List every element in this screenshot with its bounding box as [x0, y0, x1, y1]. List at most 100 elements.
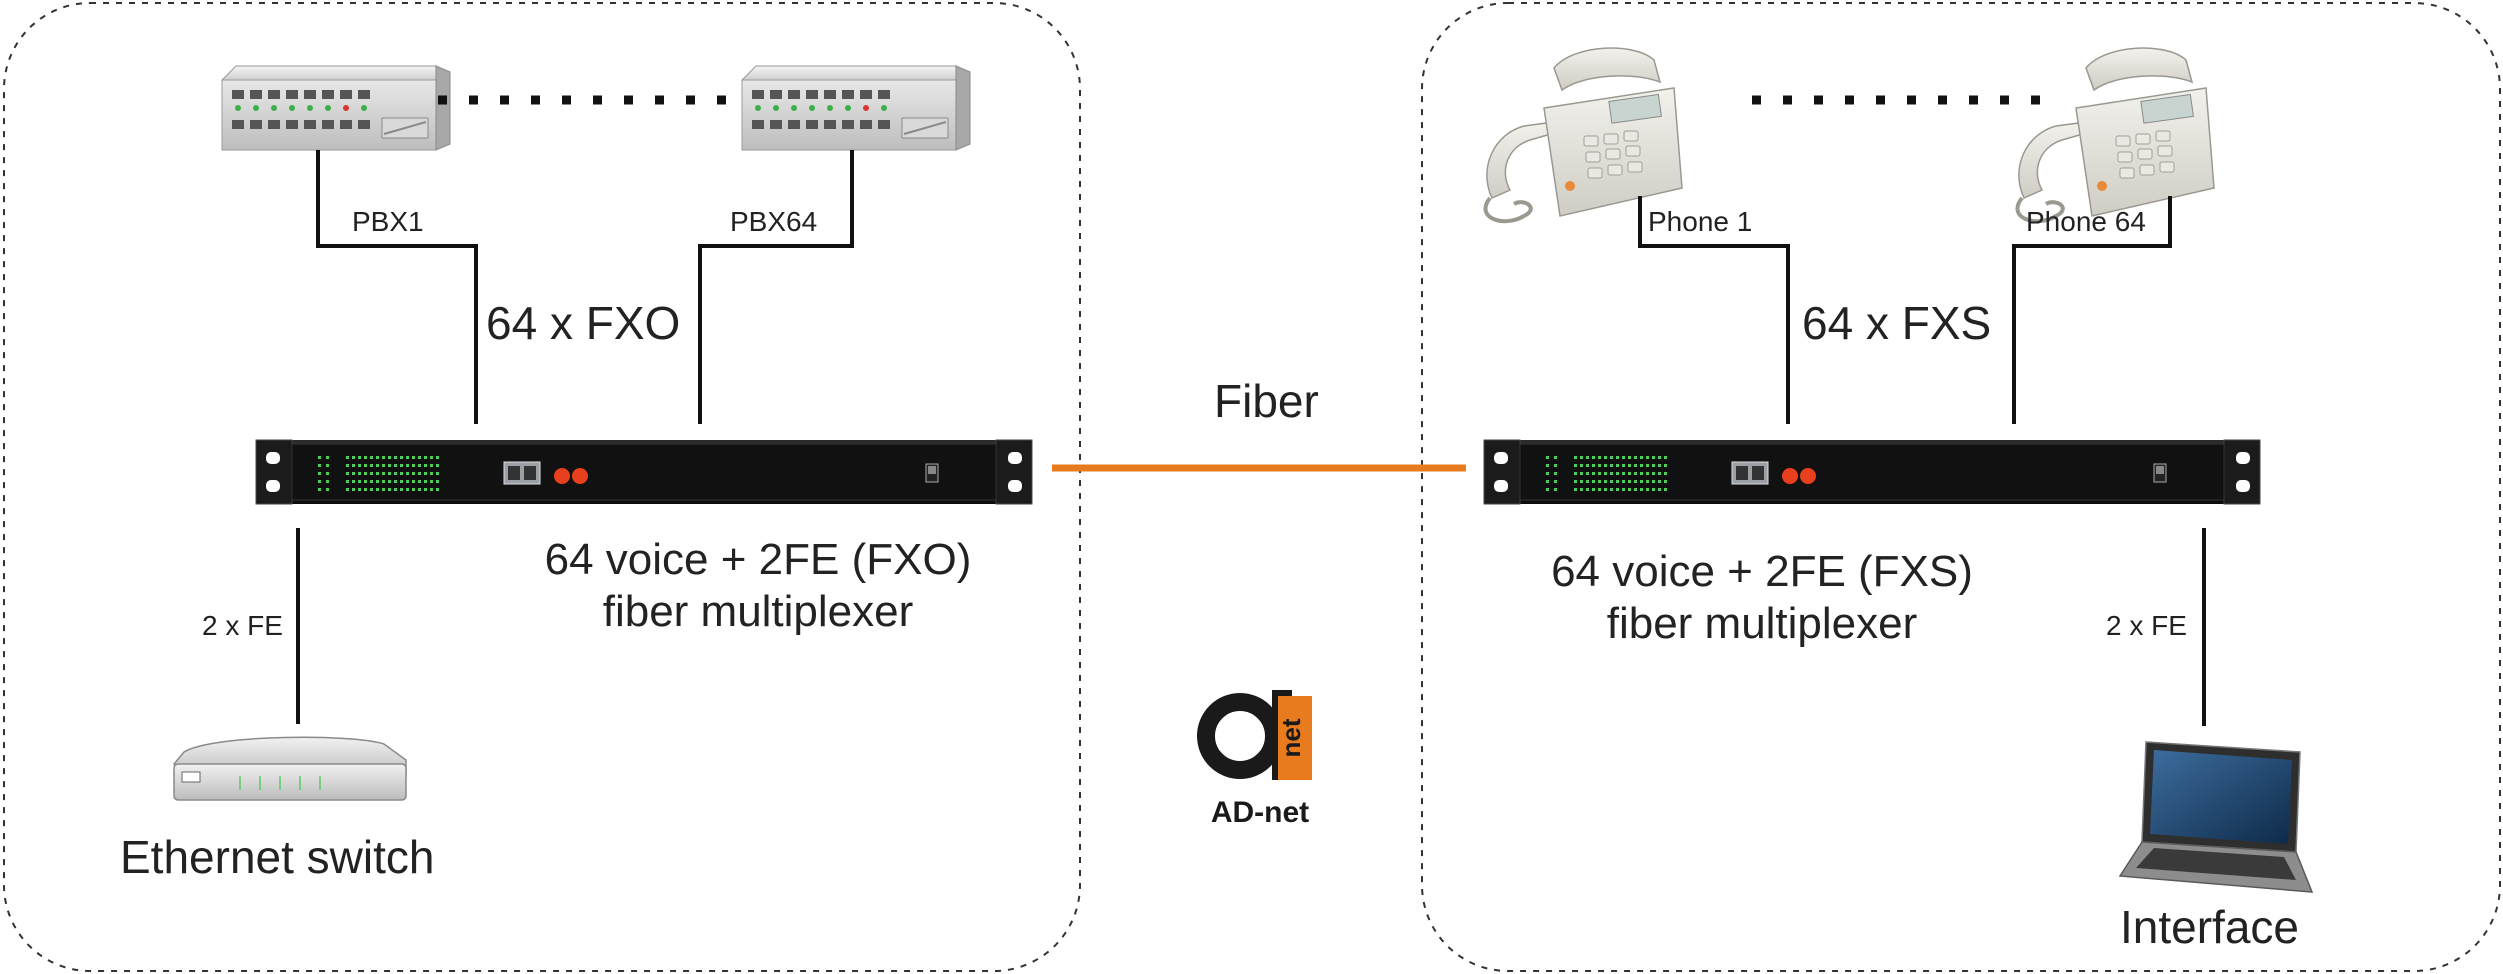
status-led: [388, 456, 391, 459]
status-led: [1616, 472, 1619, 475]
pbx-64-icon: [741, 65, 971, 151]
status-led: [358, 488, 361, 491]
status-led: [1592, 464, 1595, 467]
status-led: [376, 464, 379, 467]
status-led: [364, 464, 367, 467]
status-led: [364, 456, 367, 459]
status-led: [382, 464, 385, 467]
logo-suffix: net: [1276, 718, 1306, 757]
status-led: [1646, 488, 1649, 491]
status-led: [388, 488, 391, 491]
status-led: [382, 456, 385, 459]
status-led: [394, 456, 397, 459]
status-led: [376, 488, 379, 491]
fxo-device-line1: 64 voice + 2FE (FXO): [544, 535, 972, 584]
status-led: [1664, 472, 1667, 475]
status-led: [1628, 464, 1631, 467]
status-led: [424, 464, 427, 467]
status-led: [400, 464, 403, 467]
status-led: [1574, 480, 1577, 483]
phone-64-label: Phone 64: [2026, 206, 2146, 237]
fxo-device-name: 64 voice + 2FE (FXO) fiber multiplexer: [478, 534, 1038, 638]
status-led: [1580, 488, 1583, 491]
left-site-boundary: [3, 2, 1081, 972]
status-led: [358, 456, 361, 459]
status-led: [1622, 456, 1625, 459]
status-led: [1586, 464, 1589, 467]
status-led: [1598, 488, 1601, 491]
status-led: [1628, 480, 1631, 483]
status-led: [1646, 480, 1649, 483]
status-led: [346, 480, 349, 483]
status-led: [1640, 456, 1643, 459]
status-led: [1652, 456, 1655, 459]
status-led: [1634, 488, 1637, 491]
status-led: [1652, 488, 1655, 491]
status-led: [346, 456, 349, 459]
fxs-device-line2: fiber multiplexer: [1606, 599, 1918, 648]
status-led: [1640, 480, 1643, 483]
status-led: [1610, 456, 1613, 459]
logo-name: AD-net: [1211, 796, 1309, 829]
left-fe-label: 2 x FE: [202, 610, 283, 641]
status-led: [1652, 480, 1655, 483]
status-led: [406, 456, 409, 459]
status-led: [388, 480, 391, 483]
status-led: [376, 480, 379, 483]
status-led: [394, 464, 397, 467]
status-led: [1598, 480, 1601, 483]
status-led: [1604, 464, 1607, 467]
adnet-logo: net AD-net: [1197, 690, 1312, 829]
status-led: [1592, 472, 1595, 475]
status-led: [388, 464, 391, 467]
pbx-64-label: PBX64: [730, 206, 818, 237]
status-led: [1604, 472, 1607, 475]
status-led: [1658, 472, 1661, 475]
status-led: [382, 480, 385, 483]
ethernet-switch-icon: [173, 736, 407, 801]
status-led: [430, 464, 433, 467]
status-led: [406, 488, 409, 491]
fxo-line-first: [316, 150, 478, 424]
status-led: [412, 464, 415, 467]
status-led: [352, 464, 355, 467]
status-led: [352, 472, 355, 475]
status-led: [412, 480, 415, 483]
status-led: [364, 488, 367, 491]
status-led: [424, 488, 427, 491]
pbx-1-icon: [221, 65, 451, 151]
status-led: [346, 488, 349, 491]
status-led: [1610, 464, 1613, 467]
status-led: [1610, 488, 1613, 491]
status-led: [1658, 480, 1661, 483]
status-led: [364, 480, 367, 483]
status-led: [388, 472, 391, 475]
status-led: [1652, 464, 1655, 467]
status-led: [1592, 480, 1595, 483]
status-led: [406, 464, 409, 467]
right-site-boundary: [1421, 2, 2501, 972]
status-led: [1634, 480, 1637, 483]
status-led: [394, 472, 397, 475]
status-led: [430, 456, 433, 459]
status-led: [400, 488, 403, 491]
status-led: [436, 456, 439, 459]
fxs-port-label: 64 x FXS: [1802, 297, 1992, 349]
status-led: [376, 456, 379, 459]
status-led: [1652, 472, 1655, 475]
status-led: [1628, 488, 1631, 491]
status-led: [1664, 480, 1667, 483]
status-led: [382, 488, 385, 491]
status-led: [1628, 456, 1631, 459]
fxo-line-last: [698, 150, 854, 424]
status-led: [424, 456, 427, 459]
status-led: [1634, 464, 1637, 467]
status-led: [1664, 464, 1667, 467]
status-led: [1622, 488, 1625, 491]
status-led: [1634, 472, 1637, 475]
status-led: [418, 480, 421, 483]
status-led: [1586, 480, 1589, 483]
status-led: [400, 456, 403, 459]
status-led: [352, 488, 355, 491]
ethernet-switch-label: Ethernet switch: [120, 831, 435, 883]
